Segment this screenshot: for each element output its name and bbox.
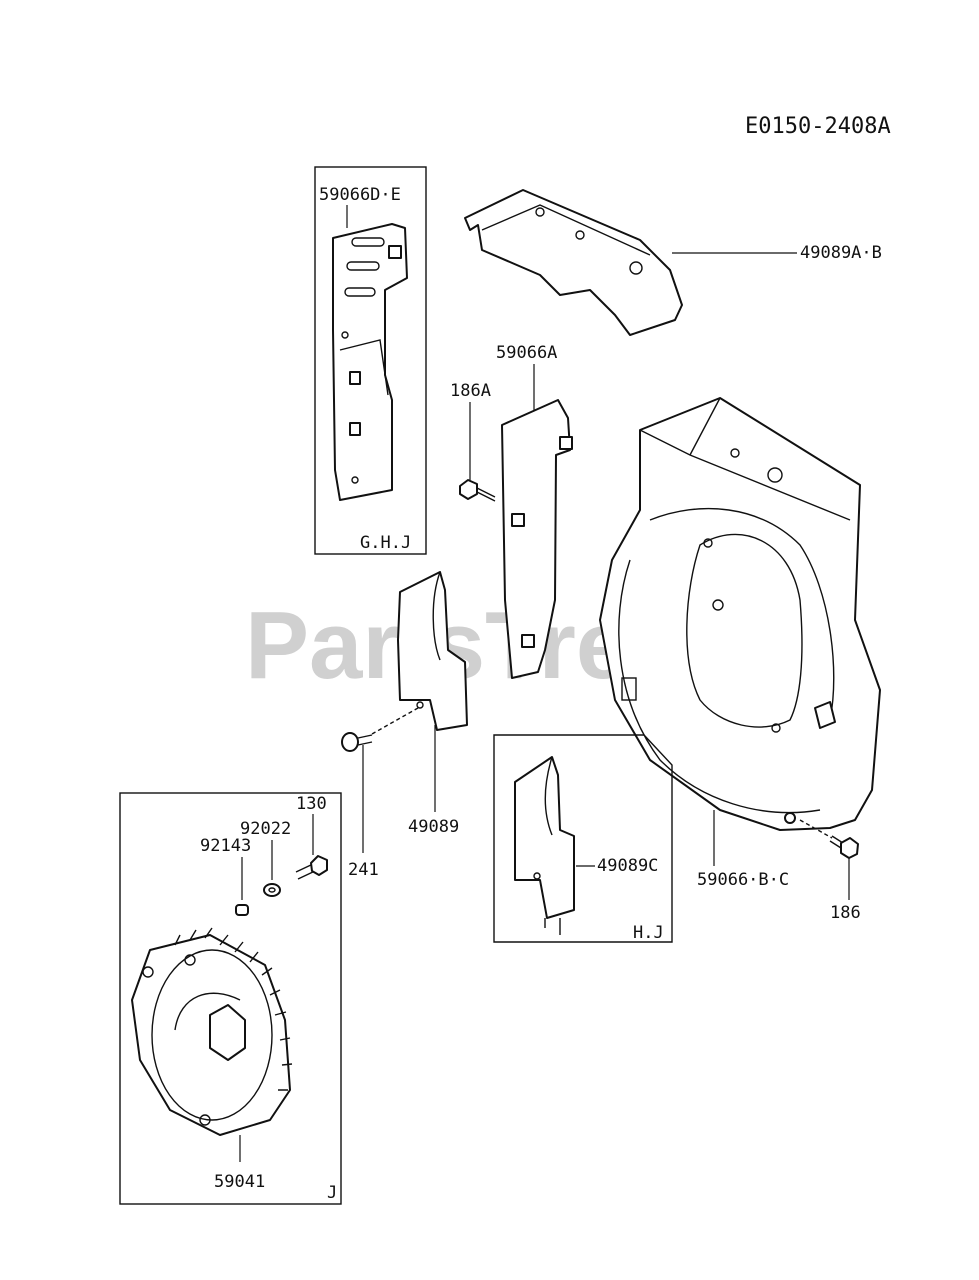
bracket-49089a-b[interactable] [464,189,683,336]
screw-241[interactable] [341,707,419,752]
label-59066d-e[interactable]: 59066D·E [319,185,401,205]
bolt-186[interactable] [799,819,859,859]
variant-label-ghj: G.H.J [360,533,411,553]
label-186[interactable]: 186 [830,903,861,923]
label-92143[interactable]: 92143 [200,836,251,856]
bolt-186a[interactable] [459,479,496,502]
variant-label-j: J [327,1183,337,1203]
variant-box-hj [493,734,673,943]
label-49089a-b[interactable]: 49089A·B [800,243,882,263]
flywheel-59041[interactable] [131,927,293,1136]
label-241[interactable]: 241 [348,860,379,880]
label-59066a[interactable]: 59066A [496,343,557,363]
plate-59066a[interactable] [501,399,573,679]
screw-130[interactable] [295,855,328,880]
plate-59066d-e[interactable] [332,223,408,501]
washer-92022[interactable] [263,883,281,897]
variant-label-hj: H.J [633,923,664,943]
variant-box-j [119,792,342,1205]
key-92143[interactable] [235,904,249,916]
baffle-49089[interactable] [397,571,468,731]
label-59066-b-c[interactable]: 59066·B·C [697,870,789,890]
variant-box-ghj [314,166,427,555]
housing-59066-b-c[interactable] [599,397,881,831]
drawing-code: E0150-2408A [745,114,891,139]
label-49089[interactable]: 49089 [408,817,459,837]
label-130[interactable]: 130 [296,794,327,814]
baffle-49089c[interactable] [514,756,575,935]
label-49089c[interactable]: 49089C [597,856,658,876]
label-92022[interactable]: 92022 [240,819,291,839]
label-59041[interactable]: 59041 [214,1172,265,1192]
label-186a[interactable]: 186A [450,381,491,401]
